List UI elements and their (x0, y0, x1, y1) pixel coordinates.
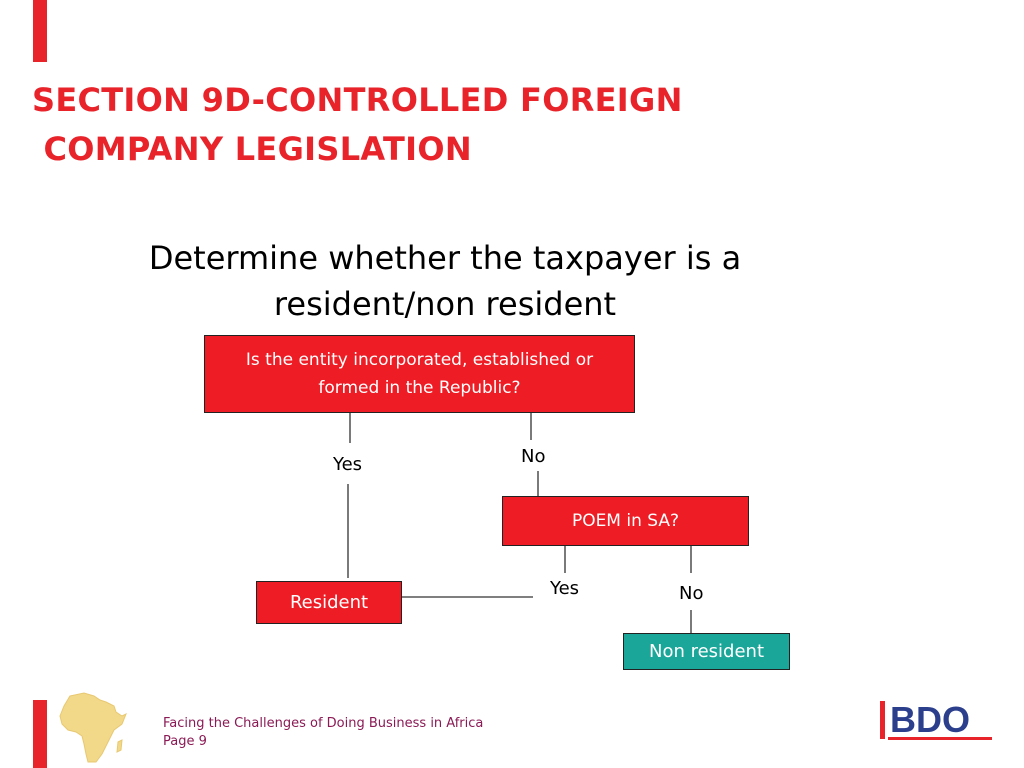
decision-box-incorporated: Is the entity incorporated, established … (204, 335, 635, 413)
slide-subtitle-line-2: resident/non resident (273, 285, 617, 323)
bdo-logo-bar (880, 701, 885, 739)
accent-bar-bottom (33, 700, 47, 768)
outcome-box-non-resident: Non resident (623, 633, 790, 670)
label-yes-poem: Yes (550, 578, 580, 599)
slide-title-line-1: SECTION 9D-CONTROLLED FOREIGN (32, 81, 683, 119)
label-no-incorporated: No (521, 446, 546, 467)
slide-title-line-2: COMPANY LEGISLATION (32, 130, 472, 168)
decision-box-poem: POEM in SA? (502, 496, 749, 546)
bdo-logo-text: BDO (890, 699, 970, 740)
africa-map-icon (59, 692, 127, 763)
footer-title: Facing the Challenges of Doing Business … (163, 716, 484, 731)
bdo-logo: BDO (880, 699, 992, 740)
accent-bar-top (33, 0, 47, 62)
footer-page-number: Page 9 (163, 734, 207, 749)
slide-subtitle-line-1: Determine whether the taxpayer is a (148, 239, 742, 277)
label-yes-incorporated: Yes (333, 454, 363, 475)
label-no-poem: No (679, 583, 704, 604)
outcome-box-resident: Resident (256, 581, 402, 624)
bdo-logo-underline (888, 737, 992, 740)
